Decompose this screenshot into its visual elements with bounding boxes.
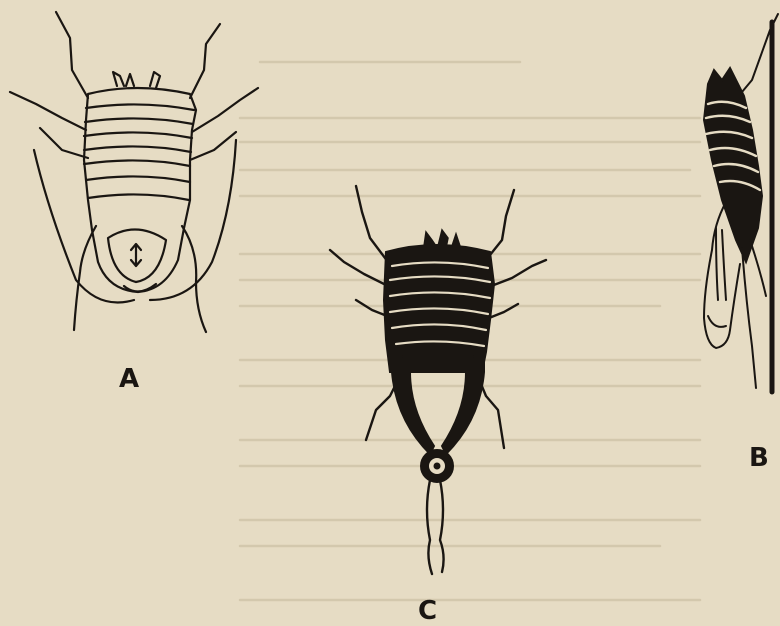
insect-drawing-b bbox=[704, 14, 778, 392]
panel-label-c: C bbox=[418, 598, 437, 624]
panel-label-a: A bbox=[119, 366, 139, 392]
panel-label-b: B bbox=[749, 445, 769, 471]
insect-drawing-c bbox=[330, 186, 546, 574]
insect-drawing-a bbox=[10, 12, 258, 332]
